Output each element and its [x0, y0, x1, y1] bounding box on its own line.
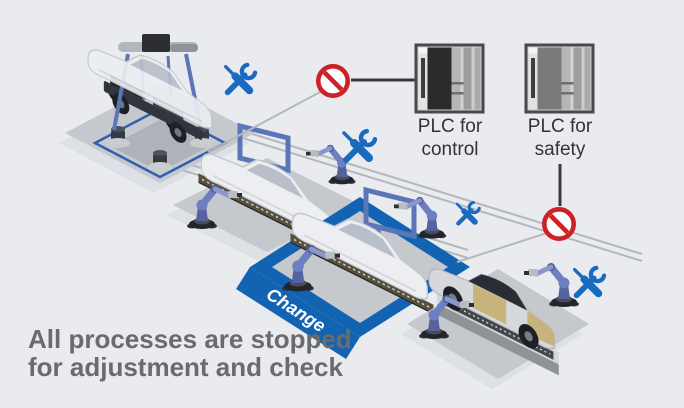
- no-entry-icon: [544, 209, 573, 238]
- stop-link-line: [207, 90, 323, 153]
- no-entry-icon: [318, 66, 347, 95]
- plc-safety-label-line2: safety: [535, 139, 586, 160]
- stop-link-line: [456, 232, 548, 263]
- plc-module-icon: [414, 43, 485, 114]
- connector-lines: [207, 78, 562, 263]
- station-change: Change: [236, 186, 470, 359]
- plc-control-label-line2: control: [421, 139, 478, 160]
- caption-line-2: for adjustment and check: [28, 352, 343, 382]
- plc-safety-label-line1: PLC for: [528, 116, 593, 137]
- plc-module-icon: [524, 43, 595, 114]
- plc-control-box: PLC for control: [414, 43, 485, 160]
- change-banner: [236, 267, 360, 359]
- station-finished-car: [407, 244, 589, 379]
- caption-line-1: All processes are stopped: [28, 324, 352, 354]
- plc-safety-box: PLC for safety: [524, 43, 595, 160]
- plc-control-label-line1: PLC for: [418, 116, 483, 137]
